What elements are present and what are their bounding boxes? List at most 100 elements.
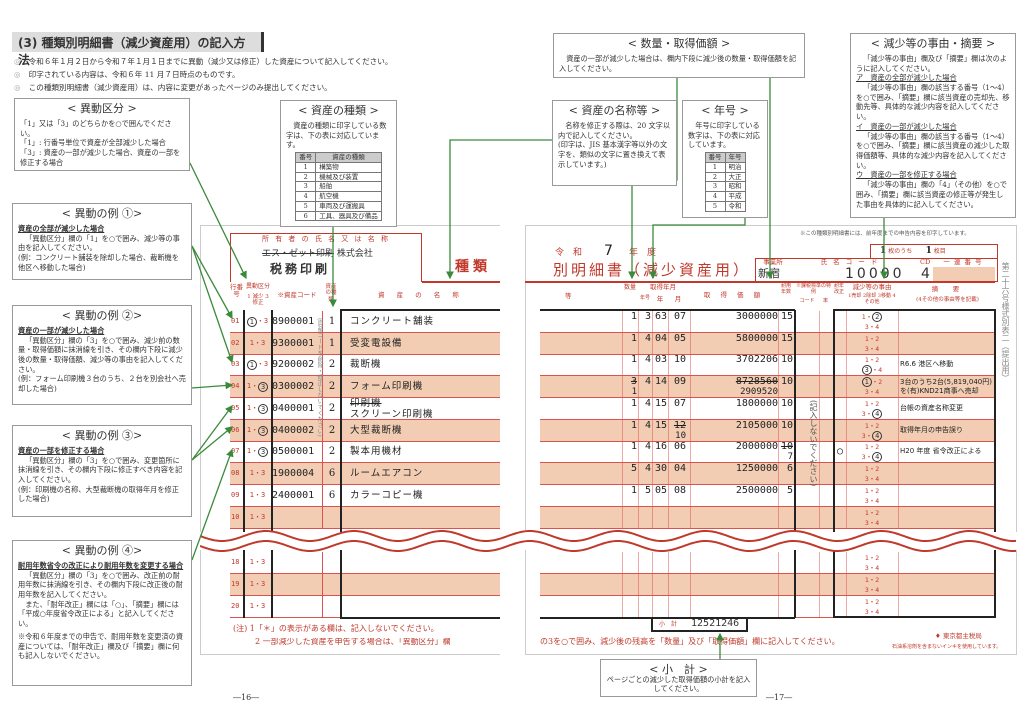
idou-kubun-select[interactable]: 1・3 — [244, 463, 271, 484]
qty[interactable]: 1 — [622, 354, 637, 375]
asset-name[interactable]: フォーム印刷機 — [350, 376, 500, 397]
summary[interactable]: 3台のうち2台(5,819,040円)を(有)KND21商事へ売却 — [900, 378, 992, 395]
yr[interactable]: 14 — [652, 376, 667, 397]
asset-name[interactable]: ルームエアコン — [350, 463, 500, 484]
idou-kubun-select[interactable]: 1・3 — [244, 574, 271, 595]
idou-kubun-select[interactable]: 1・3 — [244, 596, 271, 617]
life[interactable]: 10 — [778, 376, 793, 397]
era[interactable]: 5 — [638, 485, 651, 506]
summary[interactable]: 取得年月の申告誤り — [900, 426, 963, 435]
idou-kubun-select[interactable]: 1・3 — [244, 333, 271, 354]
life[interactable]: 5 — [778, 485, 793, 506]
yr[interactable]: 15 — [652, 398, 667, 419]
idou-kubun-select[interactable]: 1 ・ 3 — [244, 420, 271, 441]
idou-kubun-select[interactable]: 1・3 — [244, 507, 271, 528]
asset-name[interactable]: 裁断機 — [350, 354, 500, 375]
idou-kubun-select[interactable]: 1・3 — [244, 485, 271, 506]
qty[interactable]: 1 — [622, 441, 637, 462]
life[interactable]: 15 — [778, 311, 793, 332]
asset-name[interactable]: カラーコピー機 — [350, 485, 500, 506]
mo[interactable]: 04 — [668, 463, 686, 484]
qty[interactable]: 1 — [622, 420, 637, 441]
qty[interactable]: 1 — [622, 485, 637, 506]
mo[interactable]: 06 — [668, 441, 686, 462]
idou-kubun-select[interactable]: 1 ・ 3 — [244, 311, 271, 332]
yr[interactable]: 03 — [652, 354, 667, 375]
life[interactable]: 10 — [778, 398, 793, 419]
life[interactable]: 10 — [778, 420, 793, 441]
price[interactable]: 2105000 — [690, 420, 778, 441]
yr[interactable]: 30 — [652, 463, 667, 484]
mo[interactable]: 07 — [668, 398, 686, 419]
idou-kubun-select[interactable]: 1 ・ 3 — [244, 441, 271, 462]
qty[interactable]: 5 — [622, 463, 637, 484]
reason-1: 1 — [864, 553, 869, 562]
yr[interactable]: 16 — [652, 441, 667, 462]
price[interactable]: 2500000 — [690, 485, 778, 506]
price[interactable]: 5800000 — [690, 333, 778, 354]
asset-name[interactable]: 製本用機材 — [350, 441, 500, 462]
idou-kubun-select[interactable]: 1・3 — [244, 552, 271, 573]
life[interactable]: 10 — [778, 354, 793, 375]
era[interactable]: 4 — [638, 376, 651, 397]
price[interactable]: 3000000 — [690, 311, 778, 332]
life[interactable]: 6 — [778, 463, 793, 484]
era[interactable]: 3 — [638, 311, 651, 332]
era[interactable]: 4 — [638, 463, 651, 484]
mo[interactable]: 07 — [668, 311, 686, 332]
qty[interactable]: 1 — [622, 333, 637, 354]
yr-value: 30 — [654, 463, 667, 474]
idou-kubun-select[interactable]: 1 ・ 3 — [244, 398, 271, 419]
yr[interactable]: 63 — [652, 311, 667, 332]
life[interactable]: 15 — [778, 333, 793, 354]
mo[interactable]: 05 — [668, 333, 686, 354]
qty[interactable]: 1 — [622, 311, 637, 332]
mo[interactable]: 10 — [668, 354, 686, 375]
era[interactable]: 4 — [638, 441, 651, 462]
summary[interactable]: R6.6 港区へ移動 — [900, 360, 954, 369]
yr[interactable]: 05 — [652, 485, 667, 506]
asset-name[interactable]: 受変電設備 — [350, 333, 500, 354]
asset-name[interactable]: コンクリート舗装 — [350, 311, 500, 332]
reason-3: 3 — [864, 322, 869, 331]
asset-name[interactable]: 印刷機スクリーン印刷機 — [350, 398, 500, 419]
summary[interactable]: 台帳の資産名称変更 — [900, 404, 963, 413]
asset-name[interactable]: 大型裁断機 — [350, 420, 500, 441]
mo[interactable]: 09 — [668, 376, 686, 397]
rule — [652, 398, 653, 419]
era[interactable]: 4 — [638, 420, 651, 441]
yr[interactable]: 15 — [652, 420, 667, 441]
idou-kubun-select[interactable]: 1 ・ 3 — [244, 376, 271, 397]
era[interactable]: 4 — [638, 354, 651, 375]
era-value: 4 — [644, 354, 651, 365]
qty[interactable]: 1 — [622, 398, 637, 419]
yr[interactable]: 04 — [652, 333, 667, 354]
mo[interactable]: 08 — [668, 485, 686, 506]
idou-kubun-select[interactable]: 1 ・ 3 — [244, 354, 271, 375]
era[interactable]: 4 — [638, 333, 651, 354]
ink-note: 石油系溶剤を含まないインキを使用しています。 — [892, 644, 1002, 650]
summary[interactable]: H20 年度 省令改正による — [900, 447, 982, 456]
price[interactable]: 1250000 — [690, 463, 778, 484]
price[interactable]: 2000000 — [690, 441, 778, 462]
era[interactable]: 4 — [638, 398, 651, 419]
price[interactable]: 3702206 — [690, 354, 778, 375]
price[interactable]: 1800000 — [690, 398, 778, 419]
